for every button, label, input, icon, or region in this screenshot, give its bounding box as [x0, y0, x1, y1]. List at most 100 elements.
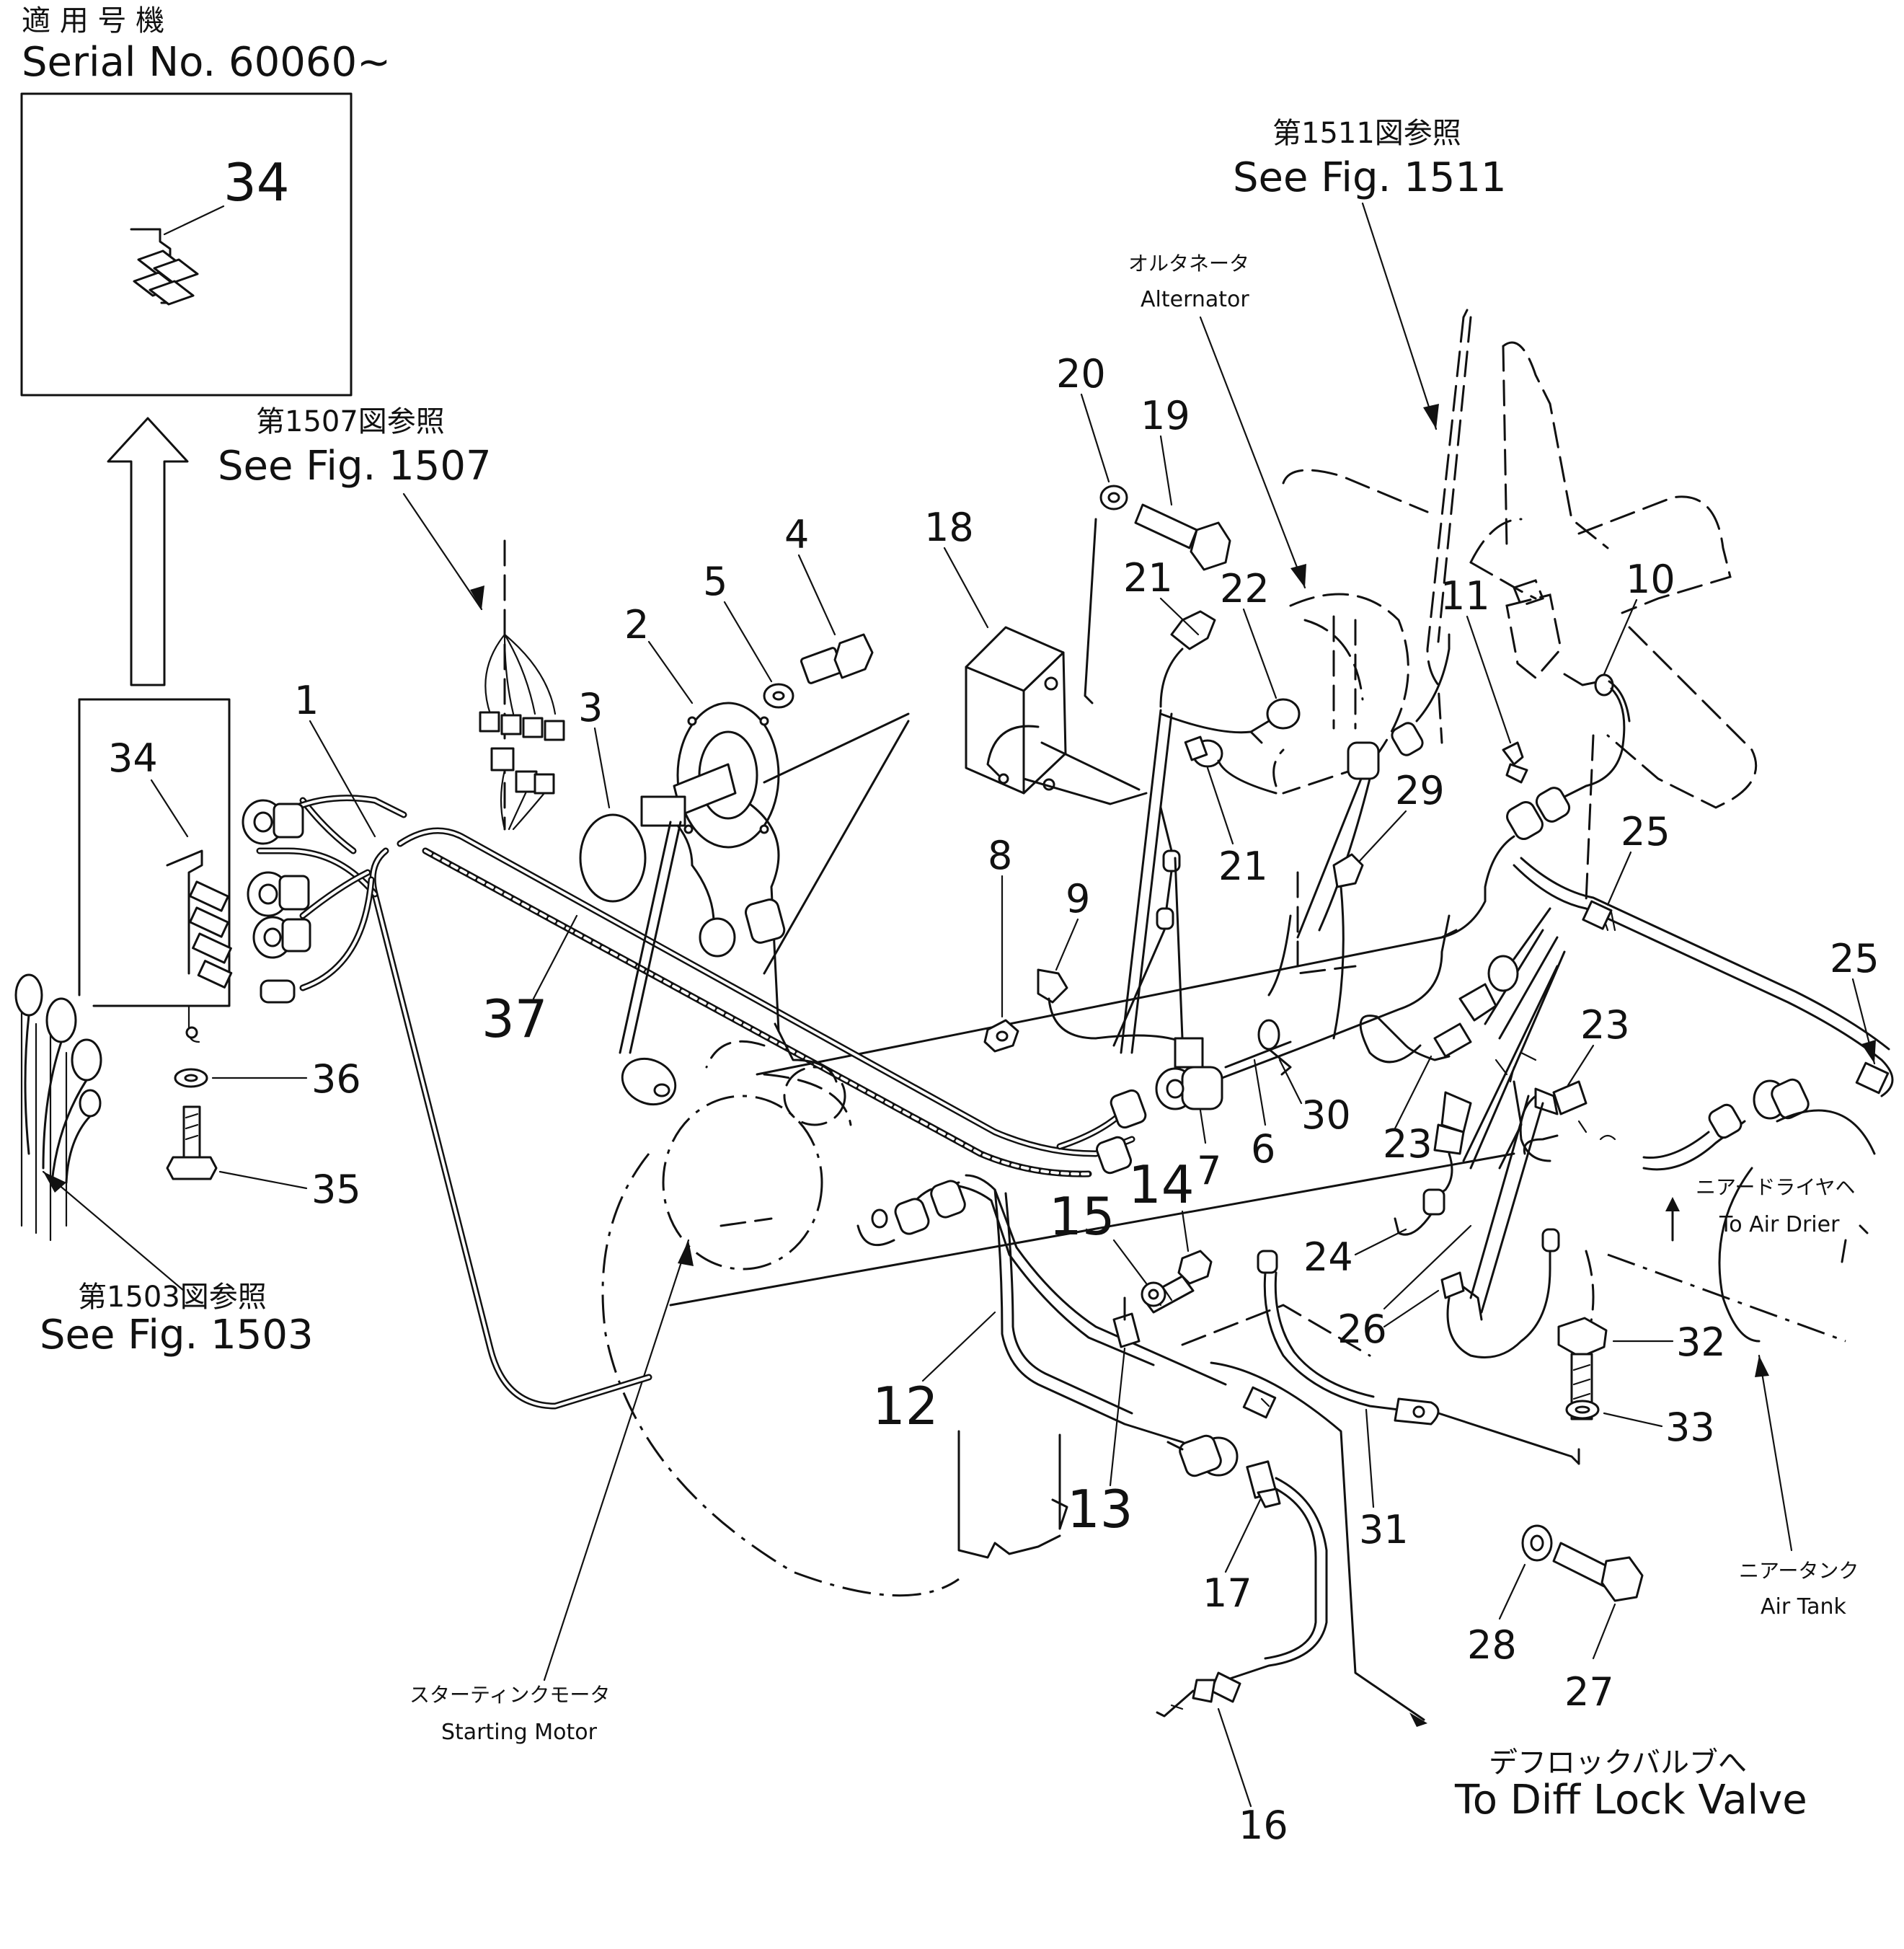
main-harness-37 — [256, 795, 1135, 1410]
starting-motor-jp: スターティンクモータ — [409, 1683, 610, 1707]
applicable-serial-jp: 適 用 号 機 — [22, 4, 164, 37]
ref-fig1507-en: See Fig. 1507 — [218, 443, 492, 490]
ref-fig1503-jp: 第1503図参照 — [78, 1281, 267, 1314]
alternator-outline — [1272, 593, 1409, 795]
engine-outline — [601, 720, 1595, 1597]
connector-harness-13 — [1242, 1386, 1277, 1419]
callout-6: 6 — [1251, 1126, 1275, 1172]
clip-11-icon — [1502, 741, 1528, 784]
sensor-17 — [1224, 1460, 1328, 1681]
bolt-27-icon — [1552, 1542, 1644, 1602]
detail-box-bracket: 34 — [78, 698, 233, 1043]
ref-fig1503-en: See Fig. 1503 — [40, 1312, 314, 1358]
callout-18: 18 — [924, 505, 974, 550]
leader-fig1503 — [42, 1170, 185, 1292]
bolt-4-icon — [800, 633, 874, 684]
callout-11: 11 — [1440, 573, 1490, 619]
sensor-10 — [1505, 579, 1631, 802]
callout-32: 32 — [1676, 1320, 1726, 1365]
ref-fig1511-jp: 第1511図参照 — [1272, 117, 1461, 150]
fan-outline — [1282, 341, 1758, 903]
serial-number-label: Serial No. 60060~ — [22, 39, 391, 86]
callout-1: 1 — [294, 678, 319, 723]
sensor-plug-lower — [1166, 1434, 1239, 1477]
callout-8: 8 — [988, 833, 1012, 878]
callout-20: 20 — [1056, 351, 1106, 397]
sender-flange-2 — [619, 702, 838, 1106]
callout-22: 22 — [1220, 566, 1270, 611]
ref-fig1511-en: See Fig. 1511 — [1233, 154, 1507, 201]
harness-branch-fig1507 — [479, 539, 565, 831]
callout-28: 28 — [1467, 1622, 1517, 1668]
callout-21-lower: 21 — [1218, 844, 1268, 889]
air-tank-outline — [1607, 1109, 1876, 1343]
clip-13-icon — [1112, 1312, 1141, 1348]
callout-37: 37 — [482, 989, 548, 1049]
callout-24: 24 — [1303, 1234, 1353, 1280]
plug-alternator — [1347, 741, 1380, 780]
callout-34: 34 — [108, 735, 158, 781]
callout-10: 10 — [1626, 557, 1675, 602]
callout-7: 7 — [1197, 1148, 1221, 1193]
callout-33: 33 — [1665, 1405, 1715, 1450]
callout-4: 4 — [784, 512, 809, 557]
terminal-22 — [1159, 698, 1301, 744]
air-drier-en: To Air Drier — [1719, 1212, 1840, 1237]
callout-23-left: 23 — [1383, 1121, 1433, 1167]
callout-17: 17 — [1203, 1570, 1252, 1616]
callout-5: 5 — [703, 559, 727, 604]
switch-23-left — [1359, 955, 1519, 1064]
callout-15: 15 — [1049, 1186, 1115, 1247]
callout-9: 9 — [1066, 876, 1090, 922]
callout-19: 19 — [1141, 393, 1190, 438]
sensor-16 — [1156, 1671, 1241, 1718]
callout-35: 35 — [311, 1167, 361, 1212]
harness-line-6 — [1221, 914, 1451, 1079]
harness-25 — [1462, 857, 1894, 1170]
detail-box-serial: 34 — [20, 92, 353, 397]
relay-bracket-icon — [166, 849, 233, 989]
diff-lock-en: To Diff Lock Valve — [1454, 1777, 1807, 1824]
air-tank-jp: ニアータンク — [1739, 1559, 1859, 1583]
relay-18 — [965, 626, 1141, 795]
callout-27: 27 — [1564, 1669, 1614, 1715]
diff-lock-line — [1123, 1296, 1425, 1721]
switch-26 — [1440, 1228, 1560, 1358]
nut-8-icon — [983, 1019, 1019, 1053]
callout-12: 12 — [872, 1376, 939, 1436]
callout-16: 16 — [1239, 1803, 1288, 1848]
terminal-9-icon — [1037, 968, 1184, 1043]
earth-cable-31 — [1257, 1250, 1440, 1426]
air-drier-jp: ニアードライヤヘ — [1696, 1175, 1855, 1199]
callout-14: 14 — [1128, 1154, 1195, 1215]
callout-34-detail: 34 — [223, 152, 290, 213]
switch-24 — [1394, 1051, 1537, 1236]
serial-change-arrow-icon — [107, 417, 189, 686]
o-ring-3-icon — [579, 813, 647, 903]
callout-23-right: 23 — [1580, 1002, 1630, 1048]
callout-29: 29 — [1395, 768, 1445, 813]
plug-near-11 — [1506, 800, 1544, 841]
relay-bracket-icon — [130, 228, 199, 306]
switch-23-right — [1519, 1080, 1616, 1162]
diff-lock-jp: デフロックバルブへ — [1489, 1746, 1747, 1780]
bolt-19-icon — [1134, 503, 1231, 571]
callout-25-right: 25 — [1830, 936, 1879, 981]
alternator-en: Alternator — [1141, 287, 1249, 312]
callout-21-upper: 21 — [1123, 555, 1173, 601]
callout-3: 3 — [578, 685, 603, 730]
callout-31: 31 — [1359, 1507, 1409, 1552]
callout-26: 26 — [1337, 1307, 1387, 1352]
callout-36: 36 — [311, 1056, 361, 1102]
callout-13: 13 — [1067, 1479, 1133, 1539]
terminal-21-upper — [1159, 610, 1216, 708]
connector-7 — [1155, 1037, 1223, 1110]
harness-end-fig1503 — [14, 973, 102, 1242]
harness-plugs — [242, 799, 311, 1004]
callout-25-upper: 25 — [1621, 809, 1670, 854]
harness-fig1511 — [1426, 309, 1469, 744]
starting-motor-en: Starting Motor — [441, 1720, 598, 1745]
callout-2: 2 — [624, 602, 649, 648]
